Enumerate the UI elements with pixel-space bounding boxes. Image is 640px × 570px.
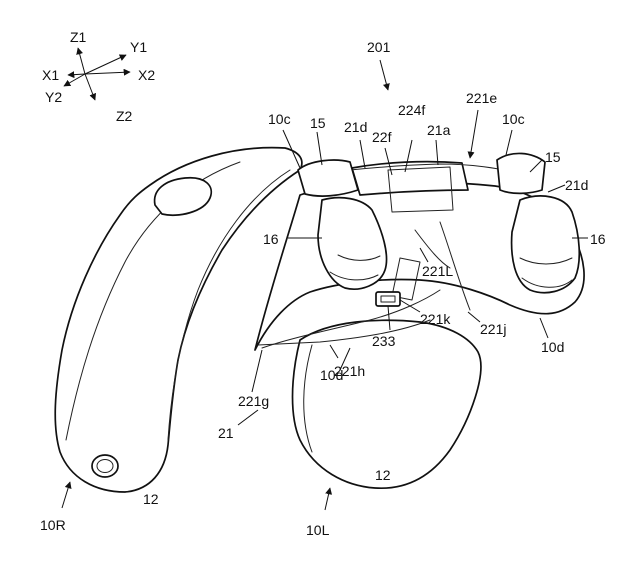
lower-edge-221h — [261, 289, 441, 349]
leader-21 — [237, 409, 259, 426]
label-10c-right: 10c — [502, 111, 525, 127]
axis-x2-arrow — [84, 68, 131, 76]
right-trigger-detail — [519, 257, 573, 288]
right-trigger-16 — [510, 195, 581, 294]
axis-x2-label: X2 — [138, 67, 155, 83]
axis-x1-arrow — [67, 71, 86, 79]
leader-21d-right — [547, 184, 566, 193]
leader-201 — [379, 59, 390, 91]
reference-labels: 201 221e 224f 21d 22f 21a 10c 15 10c 15 … — [40, 39, 606, 538]
side-frame-21 — [257, 319, 431, 346]
leader-10d-center — [329, 344, 339, 359]
label-221j: 221j — [480, 321, 506, 337]
inner-221L — [414, 229, 451, 269]
top-bar-22f — [387, 166, 454, 213]
label-10L: 10L — [306, 522, 330, 538]
right-grip-10R — [54, 146, 303, 493]
label-12-right: 12 — [375, 467, 391, 483]
label-10d-center: 10d — [320, 367, 343, 383]
inner-221k — [391, 257, 421, 301]
leader-15-left — [316, 131, 323, 166]
label-16-right: 16 — [590, 231, 606, 247]
leader-10d-right — [539, 317, 549, 339]
left-bumper-15 — [297, 159, 359, 197]
leader-221k — [399, 299, 421, 313]
leader-221j — [467, 311, 481, 323]
left-grip-contour — [303, 344, 313, 453]
label-22f: 22f — [372, 129, 392, 145]
left-trigger-detail — [329, 254, 381, 281]
label-15-left: 15 — [310, 115, 326, 131]
leader-21d-top — [359, 139, 366, 169]
label-10R: 10R — [40, 517, 66, 533]
leader-224f — [404, 139, 413, 173]
label-21: 21 — [218, 425, 234, 441]
axis-x1-label: X1 — [42, 67, 59, 83]
leader-10c-left — [282, 129, 301, 169]
label-221g: 221g — [238, 393, 269, 409]
label-224f: 224f — [398, 102, 425, 118]
leader-10R — [61, 481, 72, 509]
label-21d-right: 21d — [565, 177, 588, 193]
controller-drawing — [54, 146, 585, 493]
label-21d-top: 21d — [344, 119, 367, 135]
leader-221g — [251, 349, 263, 393]
leader-21a — [435, 139, 439, 166]
label-221e: 221e — [466, 90, 497, 106]
axis-z1-arrow — [76, 47, 86, 75]
label-221h: 221h — [334, 363, 365, 379]
right-grip-port — [91, 454, 119, 478]
label-15-right: 15 — [545, 149, 561, 165]
leader-221e — [467, 109, 479, 159]
axis-z1-label: Z1 — [70, 29, 87, 45]
axis-indicator: Z1 Y1 X1 X2 Y2 Z2 — [42, 29, 155, 124]
label-201: 201 — [367, 39, 391, 55]
axis-y1-arrow — [84, 54, 127, 75]
top-bar-224f — [351, 160, 469, 196]
leader-15-right — [529, 159, 543, 173]
leader-lines — [61, 59, 588, 511]
axis-z2-label: Z2 — [116, 108, 133, 124]
label-21a: 21a — [427, 122, 451, 138]
right-grip-contour — [167, 169, 291, 441]
leader-10c-right — [505, 129, 513, 156]
leader-10L — [324, 487, 333, 511]
leader-221h — [339, 347, 351, 371]
label-221L: 221L — [422, 263, 453, 279]
label-12-left: 12 — [143, 491, 159, 507]
left-grip-10L — [291, 319, 482, 490]
connector-233 — [375, 291, 401, 307]
right-stick-bump — [153, 176, 213, 217]
leader-22f — [384, 147, 393, 176]
label-10c-left: 10c — [268, 111, 291, 127]
leader-233 — [387, 305, 391, 331]
axis-y1-label: Y1 — [130, 39, 147, 55]
axis-z2-arrow — [84, 73, 97, 101]
right-bumper-15 — [496, 152, 546, 195]
connector-233-slot — [380, 295, 396, 303]
label-221k: 221k — [420, 311, 451, 327]
leader-221L — [419, 247, 429, 263]
axis-y2-arrow — [63, 73, 86, 87]
label-16-left: 16 — [263, 231, 279, 247]
right-grip-port-inner — [96, 459, 114, 473]
label-233: 233 — [372, 333, 396, 349]
axis-y2-label: Y2 — [45, 89, 62, 105]
left-trigger-16 — [317, 196, 388, 290]
inner-221j — [439, 221, 471, 311]
label-10d-right: 10d — [541, 339, 564, 355]
